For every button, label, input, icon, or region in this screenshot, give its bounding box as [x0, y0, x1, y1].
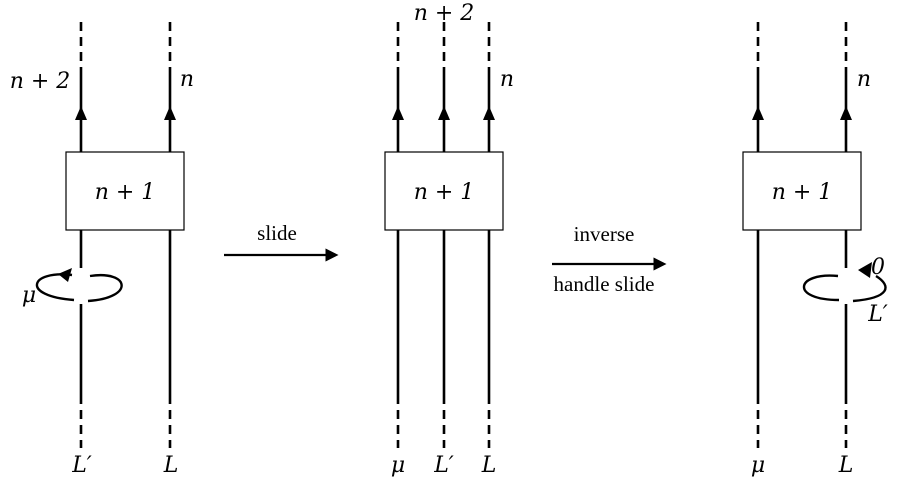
panel3-arrowhead-right: [840, 106, 852, 120]
panel2-box-label: n + 1: [414, 180, 475, 205]
panel1-loop-front: [87, 273, 123, 303]
panel2-bottom-label-2: L′: [433, 453, 454, 478]
panel2-bottom-label-3: L: [481, 453, 497, 478]
transition-1: slide: [224, 221, 339, 262]
panel-1: n + 1 n + 2 n μ L′ L: [10, 22, 194, 478]
panel2-bottom-label-1: μ: [391, 453, 405, 478]
panel3-loop-label: L′: [867, 302, 888, 327]
panel3-bottom-label-right: L: [838, 453, 854, 478]
panel3-loop-back: [802, 274, 840, 302]
panel1-top-label-right: n: [180, 67, 194, 92]
panel-2: n + 1 n + 2 n μ L′ L: [384, 1, 514, 478]
panel3-loop-arrowhead: [858, 262, 872, 278]
panel-3: n + 1 n 0 L′ μ L: [742, 22, 888, 478]
panel1-box-label: n + 1: [95, 180, 156, 205]
panel3-bottom-label-left: μ: [751, 453, 765, 478]
panel1-loop-label: μ: [22, 283, 36, 308]
panel1-box: [65, 151, 185, 231]
panel3-loop-front: [852, 274, 887, 303]
panel3-arrowhead-left: [752, 106, 764, 120]
panel3-box-label: n + 1: [772, 180, 833, 205]
panel2-top-label-center: n + 2: [414, 1, 475, 26]
transition1-label: slide: [257, 221, 297, 245]
transition2-label-line1: inverse: [574, 222, 635, 246]
panel1-arrowhead-right: [164, 106, 176, 120]
panel1-bottom-label-right: L: [163, 453, 179, 478]
panel1-top-label-left: n + 2: [10, 69, 71, 94]
panel2-box: [384, 151, 504, 231]
panel3-box: [742, 151, 862, 231]
transition-2: inverse handle slide: [552, 222, 667, 296]
panel1-bottom-label-left: L′: [71, 453, 92, 478]
panel1-loop-arrowhead: [58, 268, 72, 282]
panel3-top-label-right: n: [857, 67, 871, 92]
panel2-arrowhead-2: [438, 106, 450, 120]
panel2-arrowhead-3: [483, 106, 495, 120]
panel2-arrowhead-1: [392, 106, 404, 120]
transition2-label-line2: handle slide: [554, 272, 655, 296]
panel1-arrowhead-left: [75, 106, 87, 120]
panel3-loop-framing: 0: [871, 255, 885, 280]
panel2-top-label-right: n: [500, 67, 514, 92]
